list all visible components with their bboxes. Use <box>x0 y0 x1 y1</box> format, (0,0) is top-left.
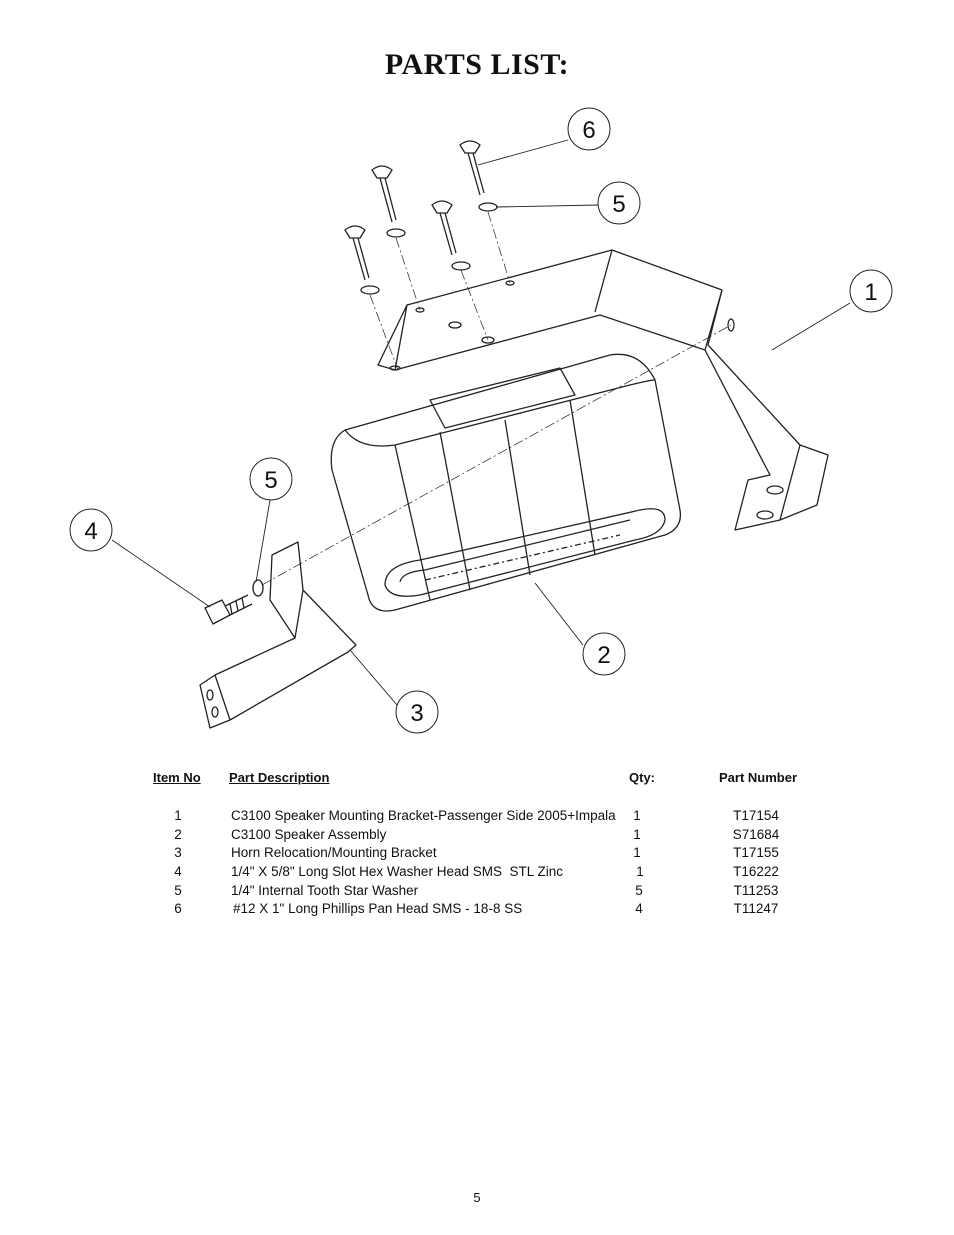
qty: 1 <box>633 827 641 842</box>
qty: 1 <box>633 845 641 860</box>
item-no: 1 <box>174 808 182 823</box>
callout-3: 3 <box>410 700 423 727</box>
qty: 5 <box>635 883 643 898</box>
table-row: 3 Horn Relocation/Mounting Bracket 1 T17… <box>0 845 954 864</box>
qty: 1 <box>633 808 641 823</box>
table-row: 6 #12 X 1" Long Phillips Pan Head SMS - … <box>0 901 954 920</box>
page-title: PARTS LIST: <box>384 48 570 81</box>
item-no: 4 <box>174 864 182 879</box>
callout-6: 6 <box>582 117 595 144</box>
part-description: C3100 Speaker Assembly <box>231 827 387 842</box>
callout-2: 2 <box>597 642 610 669</box>
header-item-no: Item No <box>153 770 201 785</box>
part-number: T11253 <box>733 883 779 898</box>
callout-4: 4 <box>84 518 97 545</box>
part-number: T17154 <box>733 808 779 823</box>
header-part-number: Part Number <box>719 770 798 785</box>
item-no: 5 <box>174 883 182 898</box>
mounting-bracket-drawing <box>377 249 829 531</box>
part-description: 1/4" X 5/8" Long Slot Hex Washer Head SM… <box>231 864 563 879</box>
exploded-parts-diagram: 6 5 1 5 4 2 3 <box>69 107 893 734</box>
table-row: 5 1/4" Internal Tooth Star Washer 5 T112… <box>0 883 954 902</box>
item-no: 3 <box>174 845 182 860</box>
table-row: 2 C3100 Speaker Assembly 1 S71684 <box>0 827 954 846</box>
assembly-centerlines <box>261 211 732 586</box>
part-description: C3100 Speaker Mounting Bracket-Passenger… <box>231 808 616 823</box>
part-description: Horn Relocation/Mounting Bracket <box>231 845 437 860</box>
item-no: 2 <box>174 827 182 842</box>
item-no: 6 <box>174 901 182 916</box>
horn-relocation-bracket-drawing <box>199 541 357 729</box>
qty: 1 <box>636 864 644 879</box>
speaker-assembly-drawing <box>330 353 682 612</box>
part-description: 1/4" Internal Tooth Star Washer <box>231 883 419 898</box>
page-number: 5 <box>473 1190 481 1205</box>
pan-head-screws-drawing <box>344 140 498 295</box>
header-qty: Qty: <box>629 770 655 785</box>
callout-circles <box>69 107 893 734</box>
qty: 4 <box>635 901 643 916</box>
hex-screw-drawing <box>204 579 264 625</box>
table-row: 4 1/4" X 5/8" Long Slot Hex Washer Head … <box>0 864 954 883</box>
header-part-description: Part Description <box>229 770 330 785</box>
table-row: 1 C3100 Speaker Mounting Bracket-Passeng… <box>0 808 954 827</box>
part-number: S71684 <box>732 827 780 842</box>
part-number: T16222 <box>733 864 779 879</box>
callout-5-lower: 5 <box>264 467 277 494</box>
part-number: T11247 <box>733 901 779 916</box>
part-description: #12 X 1" Long Phillips Pan Head SMS - 18… <box>233 901 523 916</box>
part-number: T17155 <box>733 845 779 860</box>
callout-leaders <box>111 139 851 706</box>
callout-5: 5 <box>612 191 625 218</box>
callout-1: 1 <box>864 279 877 306</box>
